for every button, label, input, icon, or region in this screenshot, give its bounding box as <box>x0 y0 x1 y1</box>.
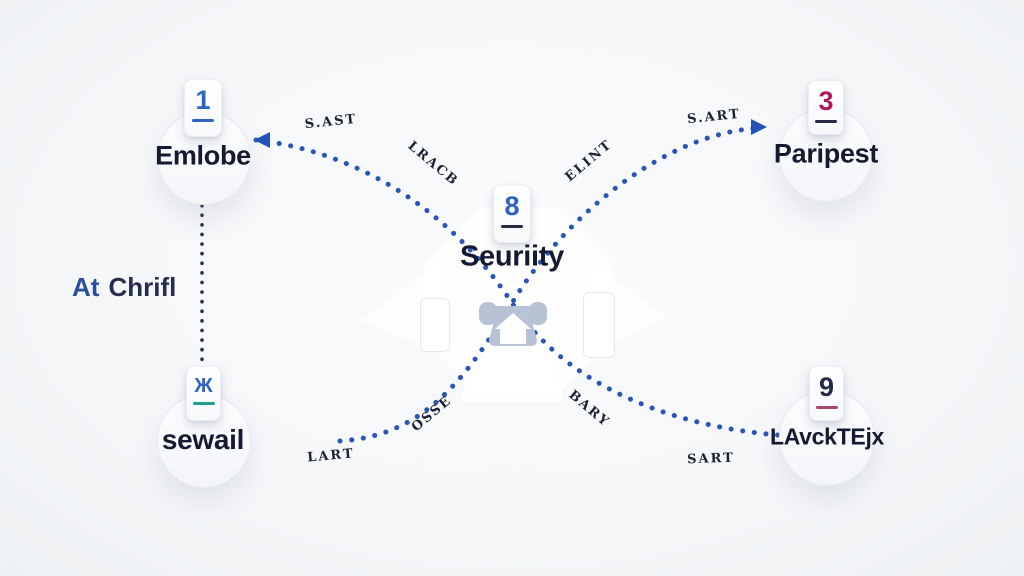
badge-number: 8 <box>504 191 520 221</box>
badge-underline <box>501 224 523 228</box>
badge-glyph: Ж <box>194 375 213 397</box>
badge-card: 3 <box>808 80 844 135</box>
badge-number: 9 <box>818 372 835 402</box>
node-label: Emlobe <box>155 140 251 171</box>
node-label: sewail <box>161 424 245 455</box>
node-label: Seuriity <box>460 240 564 273</box>
badge-underline <box>815 119 837 123</box>
edge-label-sart-bottom: SART <box>686 450 736 468</box>
arrowhead-to-paripest <box>751 119 767 135</box>
node-circle <box>779 390 875 486</box>
badge-card: 1 <box>184 79 222 137</box>
curve-sewail-paripest <box>337 125 763 444</box>
badge-card: 9 <box>809 366 844 421</box>
badge-number: 1 <box>195 85 211 115</box>
phone-home-icon <box>473 292 553 362</box>
node-label: LAvckTEjx <box>769 423 885 450</box>
arrowhead-to-emlobe <box>254 132 270 148</box>
badge-card: Ж <box>186 366 221 421</box>
badge-underline <box>192 402 215 405</box>
side-heading: At Chrifl <box>72 272 176 303</box>
node-label: Paripest <box>773 138 879 169</box>
badge-underline <box>192 118 214 122</box>
badge-card: 8 <box>493 185 531 243</box>
side-heading-word2: Chrifl <box>108 272 177 302</box>
badge-underline <box>815 405 838 409</box>
badge-number: 3 <box>818 86 834 116</box>
side-heading-word1: At <box>72 272 100 302</box>
